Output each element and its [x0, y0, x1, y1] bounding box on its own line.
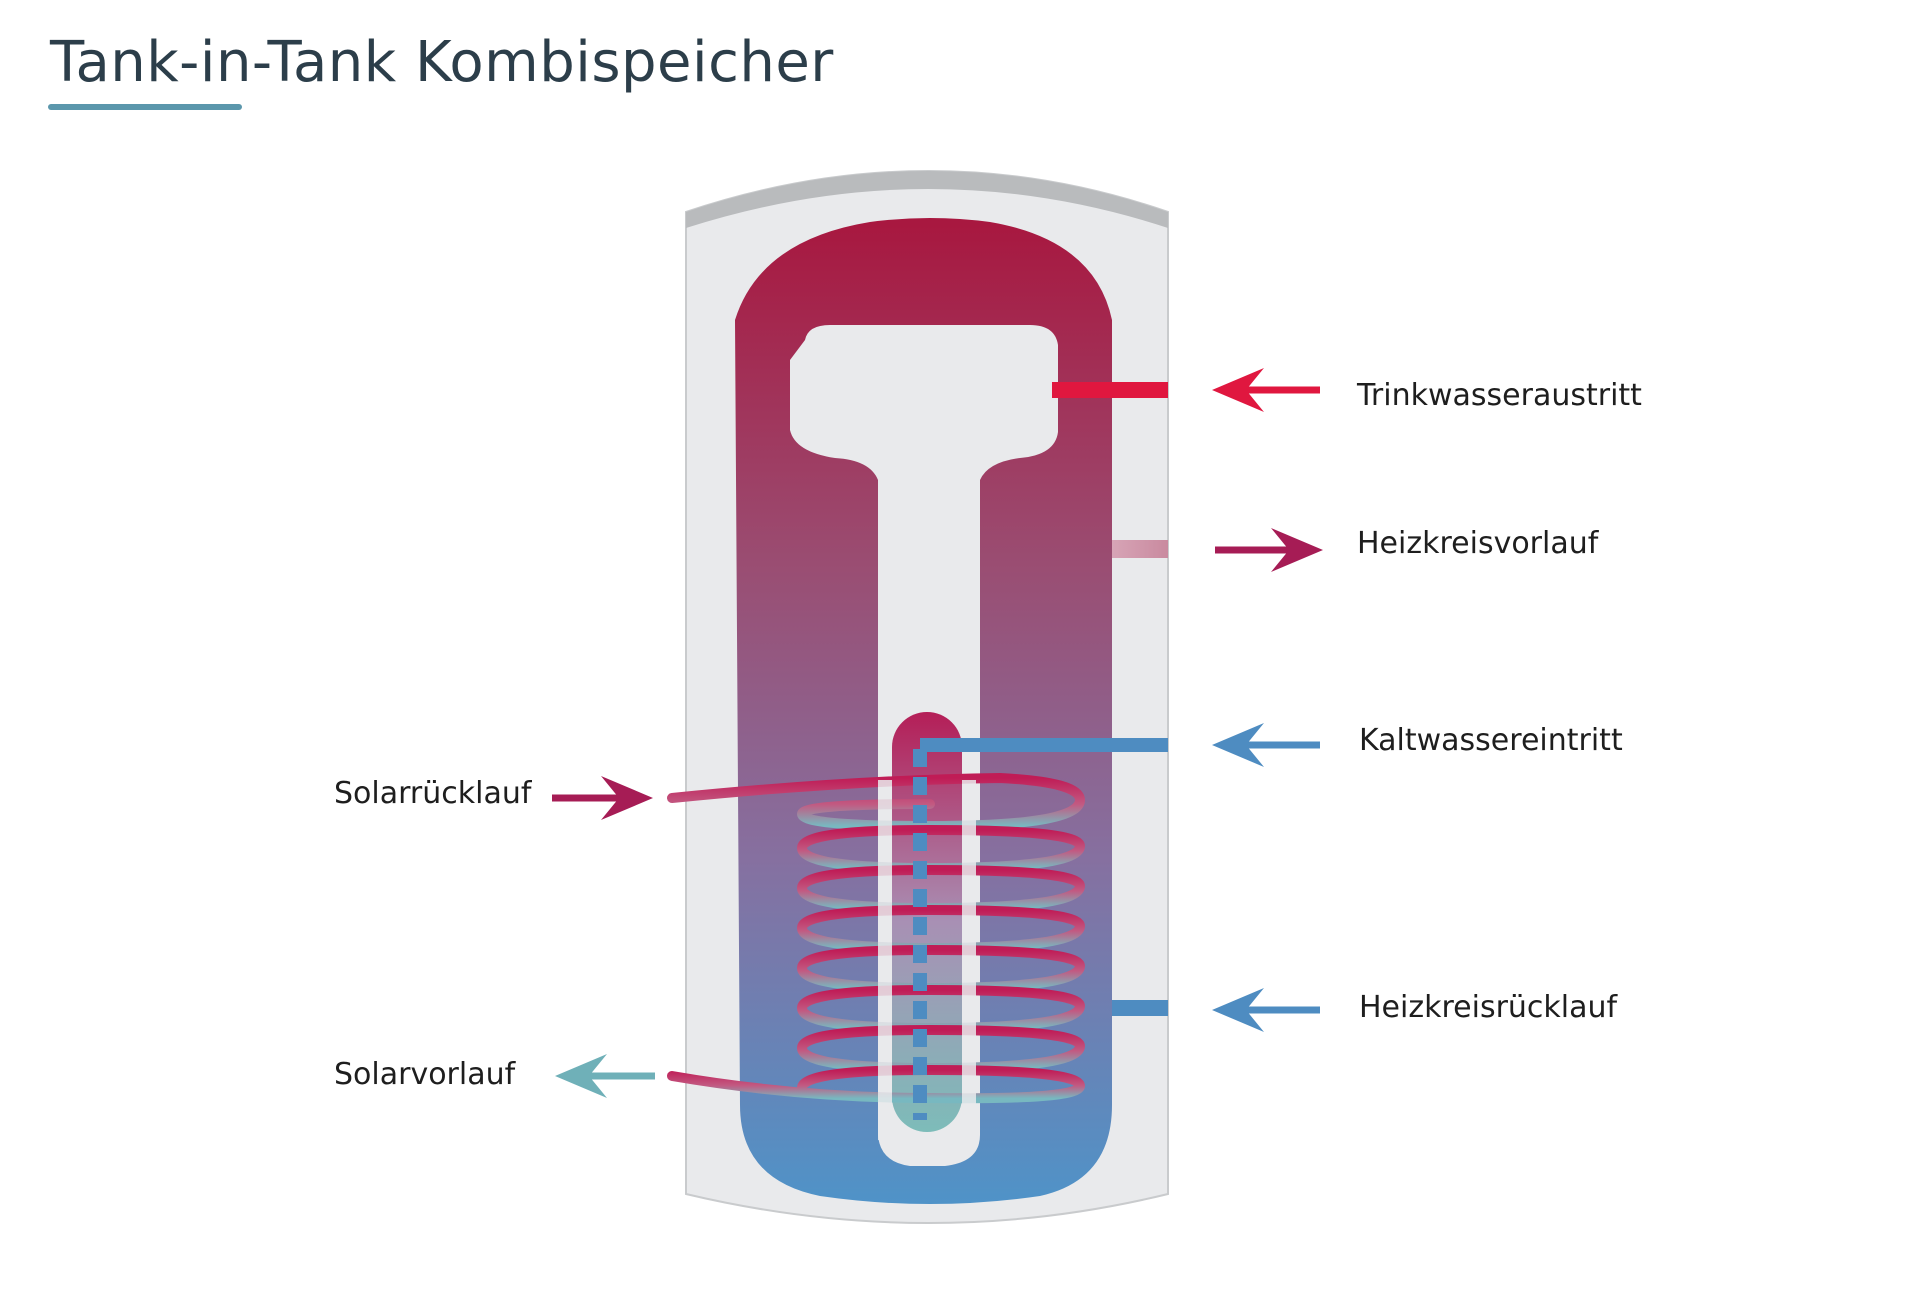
arrow-solarvorlauf — [555, 1054, 655, 1098]
page-title: Tank-in-Tank Kombispeicher — [50, 30, 834, 95]
title-underline — [48, 104, 242, 110]
label-trinkwasseraustritt: Trinkwasseraustritt — [1357, 378, 1642, 413]
hot-water-outlet-pipe — [1052, 382, 1168, 398]
heating-flow-port — [1112, 540, 1168, 558]
arrow-heizkreisvorlauf — [1215, 528, 1323, 572]
label-solarruecklauf: Solarrücklauf — [334, 776, 532, 811]
heating-return-port — [1112, 1000, 1168, 1016]
label-heizkreisruecklauf: Heizkreisrücklauf — [1359, 990, 1618, 1025]
label-heizkreisvorlauf: Heizkreisvorlauf — [1357, 526, 1599, 561]
arrow-kaltwassereintritt — [1212, 723, 1320, 767]
label-kaltwassereintritt: Kaltwassereintritt — [1359, 723, 1623, 758]
label-solarvorlauf: Solarvorlauf — [334, 1057, 516, 1092]
arrow-trinkwasseraustritt — [1212, 368, 1320, 412]
arrow-heizkreisruecklauf — [1212, 988, 1320, 1032]
arrow-solarruecklauf — [552, 776, 653, 820]
